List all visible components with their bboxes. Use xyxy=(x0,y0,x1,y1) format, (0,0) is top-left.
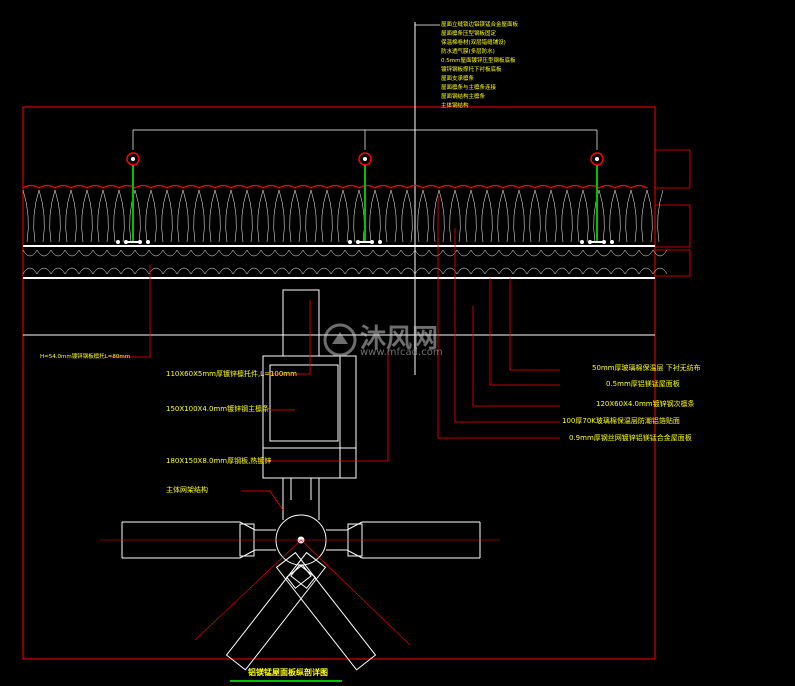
support-leaders xyxy=(242,300,389,511)
support-assembly xyxy=(262,289,357,520)
standing-seam-clips xyxy=(126,129,604,243)
left-label: H=54.0mm镀锌钢板檩托L=80mm xyxy=(40,354,131,360)
layer-leaders xyxy=(437,195,560,439)
top-label: 屋面立缝锁边铝镁锰合金屋面板 xyxy=(441,22,519,28)
top-label: 0.5mm屋面镀锌压型钢板底板 xyxy=(441,58,516,64)
watermark-text: 沐风网 xyxy=(360,324,439,354)
watermark-logo-icon xyxy=(323,323,357,357)
left-label: 150X100X4.0mm镀锌钢主檩条 xyxy=(166,405,270,413)
top-label: 屋面檩条与主檩条连接 xyxy=(441,85,497,91)
top-label: 保温棉卷材(双层错缝铺设) xyxy=(441,40,506,46)
truss-members xyxy=(100,521,500,671)
top-label: 主体钢结构 xyxy=(441,103,469,109)
left-leader xyxy=(110,265,151,358)
right-label: 50mm厚玻璃棉保温层 下衬无纺布 xyxy=(592,364,701,372)
top-label: 屋面支承檩条 xyxy=(441,76,475,82)
right-label: 0.5mm厚铝镁锰屋面板 xyxy=(606,380,680,388)
left-label: 110X60X5mm厚镀锌檩托件,L=100mm xyxy=(166,370,297,378)
left-label: 主体网架结构 xyxy=(166,486,208,494)
left-label: 180X150X8.0mm厚钢板,热镀锌 xyxy=(166,457,272,465)
title-underline xyxy=(230,680,342,682)
right-label: 0.9mm厚钢丝网镀锌铝镁锰合金屋面板 xyxy=(569,434,692,442)
lower-insulation-layer xyxy=(22,249,668,275)
roof-panel-profile xyxy=(22,184,648,189)
watermark-url: www.mfcad.com xyxy=(360,347,443,358)
right-leaders xyxy=(655,149,691,277)
top-label: 镀锌钢板撑托下衬板底板 xyxy=(441,67,502,73)
top-label: 屋面钢结构主檩条 xyxy=(441,94,486,100)
drawing-frame xyxy=(22,106,656,660)
top-label: 防水透气膜(多层防水) xyxy=(441,49,495,55)
right-label: 120X60X4.0mm镀锌钢次檩条 xyxy=(596,400,695,408)
drawing-title: 铝镁锰屋面板纵剖详图 xyxy=(248,668,328,677)
insulation-layer xyxy=(22,189,664,243)
right-label: 100厚70K玻璃棉保温层防潮铝箔贴面 xyxy=(562,417,680,425)
top-label: 屋面檩条压型钢板固定 xyxy=(441,31,497,37)
